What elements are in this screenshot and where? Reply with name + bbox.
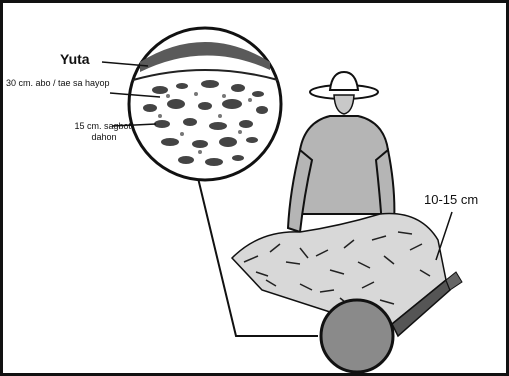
farmer-figure	[288, 72, 394, 232]
layer-top-label: 30 cm. abo / tae sa hayop	[6, 78, 116, 89]
soil-cross-section	[129, 28, 281, 180]
depth-leader	[436, 212, 452, 260]
layer-bottom-label: 15 cm. sagbot, dahon	[74, 121, 134, 143]
depth-label: 10-15 cm	[424, 192, 478, 207]
pile-detail-circle	[321, 300, 393, 372]
soil-label: Yuta	[60, 51, 90, 67]
